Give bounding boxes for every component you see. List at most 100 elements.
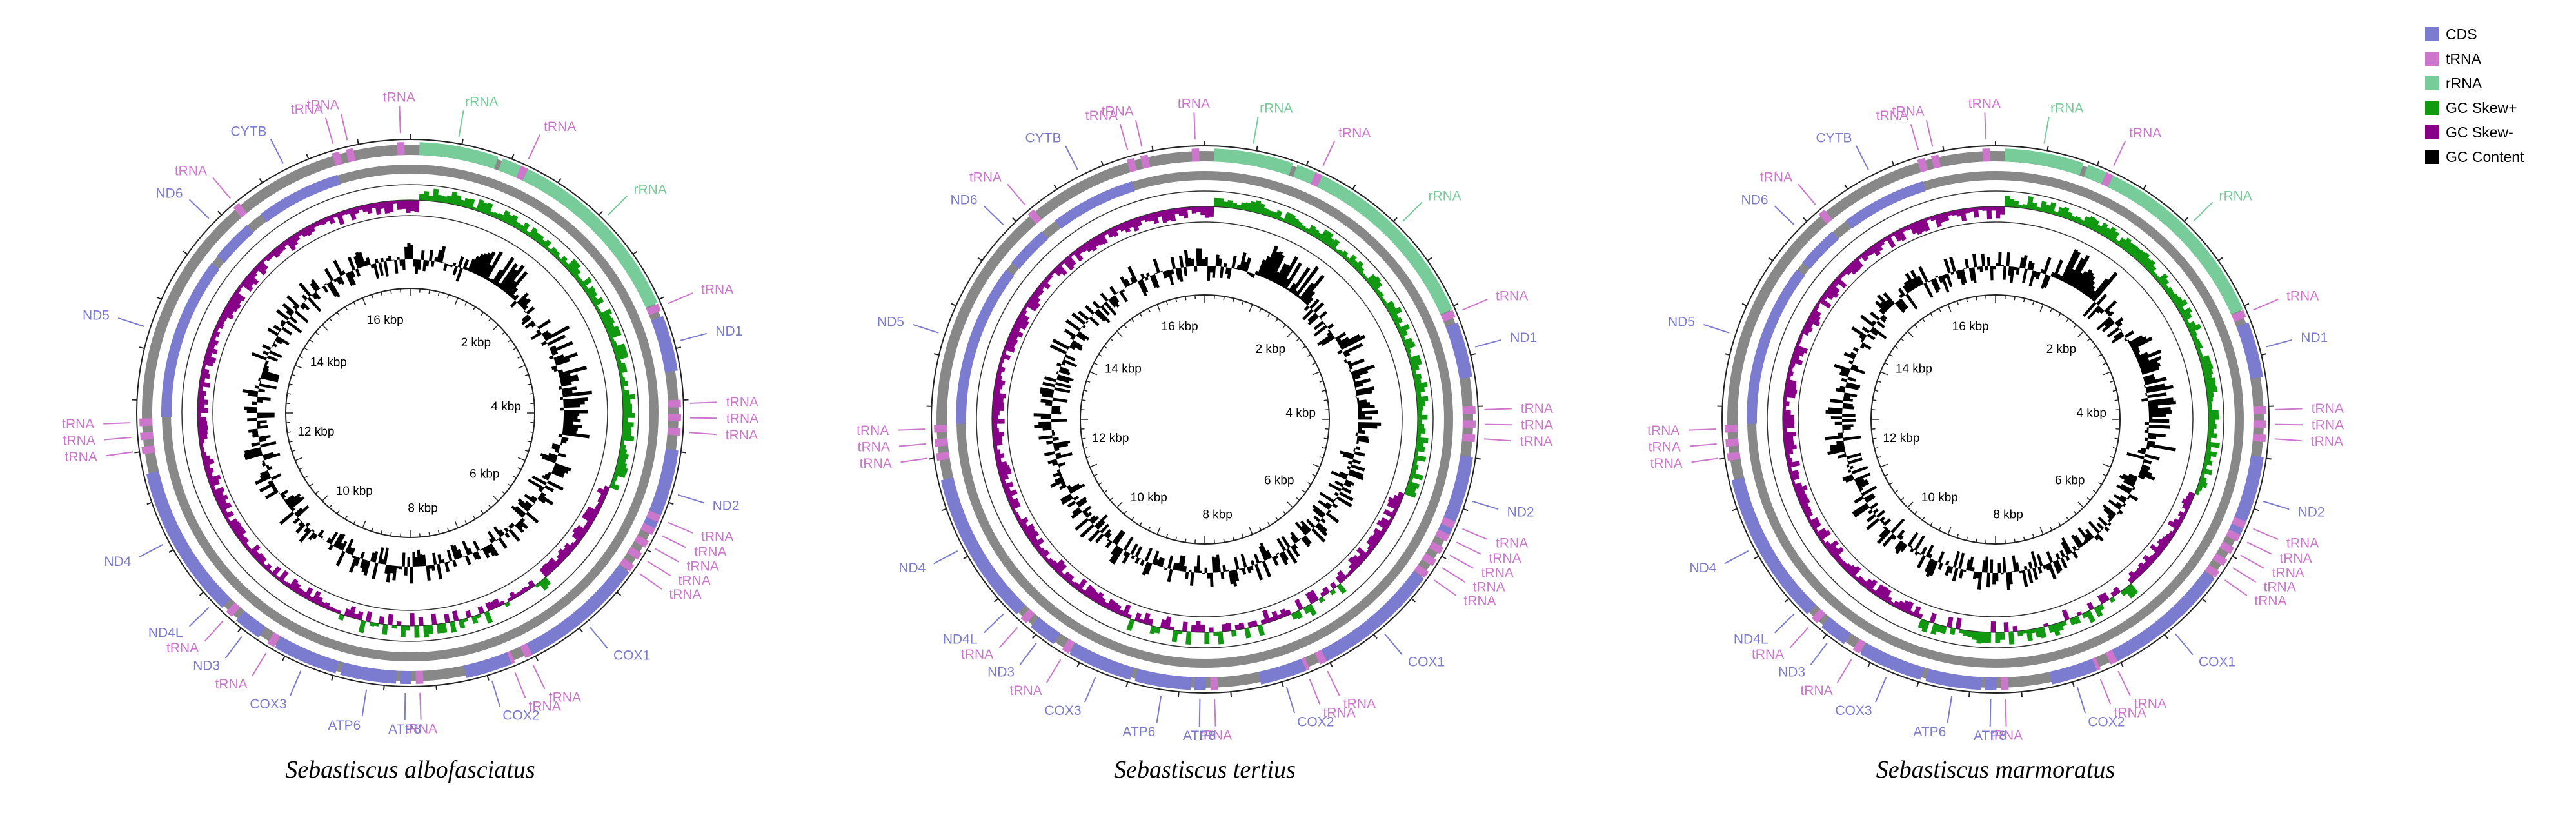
scale-tick (1249, 304, 1253, 312)
gc-content-bar (1307, 314, 1320, 326)
gc-content-bar (1140, 279, 1149, 293)
gc-skew-bar (1414, 378, 1422, 385)
gc-skew-bar (391, 625, 397, 629)
gc-skew-bar (382, 624, 388, 635)
trna-arc (1930, 154, 1941, 169)
gc-skew-bar (1204, 632, 1210, 645)
gc-content-bar (1356, 438, 1369, 443)
outer-tick (2232, 556, 2237, 559)
gc-content-bar (1883, 292, 1896, 306)
trna-arc (1725, 425, 1738, 433)
gc-skew-bar (1393, 317, 1403, 325)
gc-content-bar (266, 355, 279, 362)
outer-tick (1754, 556, 1759, 559)
gc-content-bar (2128, 335, 2143, 345)
gc-content-bar (1906, 279, 1915, 291)
gc-content-bar (553, 354, 564, 361)
scale-tick (1109, 497, 1114, 501)
gc-content-bar (1058, 474, 1063, 478)
gc-content-bar (1063, 356, 1066, 360)
gc-content-bar (1990, 266, 1994, 281)
feature-leader (1989, 699, 1992, 727)
gc-content-bar (1038, 421, 1052, 426)
feature-leader (1724, 550, 1749, 565)
gc-content-bar (1866, 514, 1877, 523)
gc-content-bar (2148, 410, 2172, 415)
gc-content-bar (1859, 490, 1863, 494)
gc-content-bar (1120, 276, 1129, 288)
gc-skew-bar (215, 321, 224, 330)
gc-content-bar (1914, 550, 1919, 556)
gc-content-bar (434, 257, 438, 262)
gc-skew-bar (1996, 206, 2001, 219)
gc-content-bar (2036, 554, 2043, 567)
gc-skew-bar (1336, 583, 1347, 594)
gc-content-bar (1358, 425, 1378, 429)
feature-leader (689, 432, 717, 436)
feature-leader (677, 494, 704, 504)
scale-tick (492, 495, 499, 502)
kbp-label: 4 kbp (2076, 406, 2106, 420)
feature-label: tRNA (1338, 126, 1371, 141)
gc-content-bar (1265, 550, 1273, 559)
feature-leader (998, 627, 1018, 648)
gc-skew-bar (2136, 567, 2145, 575)
gc-skew-bar (1065, 574, 1075, 584)
gc-skew-bar (2127, 583, 2139, 596)
gc-content-bar (425, 260, 430, 267)
gc-content-bar (1144, 547, 1153, 562)
trna-arc (226, 602, 241, 617)
gc-skew-bar (1118, 223, 1126, 232)
gc-content-bar (1971, 567, 1975, 572)
gc-content-bar (333, 259, 344, 276)
trna-arc (1414, 564, 1429, 578)
gc-content-bar (1187, 257, 1192, 267)
cds-arc (146, 470, 222, 598)
gc-content-bar (1313, 515, 1321, 523)
gc-content-bar (1050, 479, 1065, 488)
gc-skew-bar (597, 308, 602, 315)
gc-content-bar (1049, 344, 1067, 355)
gc-content-bar (517, 521, 524, 528)
gc-content-bar (1992, 572, 1996, 585)
gc-content-bar (553, 368, 558, 372)
gc-content-bar (2055, 552, 2061, 560)
gc-content-bar (335, 277, 342, 285)
gc-skew-bar (396, 621, 402, 626)
gc-content-bar (412, 259, 416, 267)
gc-content-bar (1879, 301, 1889, 311)
gc-content-bar (1352, 375, 1361, 380)
gc-content-bar (1274, 263, 1287, 285)
gc-content-bar (1234, 569, 1240, 582)
gc-skew-bar (1151, 212, 1160, 225)
outer-tick (2046, 145, 2049, 151)
gc-skew-bar (1972, 631, 1978, 640)
gc-content-bar (1327, 329, 1331, 333)
gc-skew-bar (604, 323, 615, 331)
gc-content-bar (560, 381, 572, 387)
gc-content-bar (282, 497, 286, 501)
outer-tick (2021, 691, 2023, 698)
feature-label: tRNA (544, 119, 576, 134)
gc-skew-bar (209, 479, 220, 488)
gc-skew-bar (1783, 436, 1794, 442)
gc-skew-bar (1191, 206, 1197, 214)
gc-skew-bar (1391, 314, 1400, 321)
gc-content-bar (1064, 328, 1076, 338)
trna-arc (332, 151, 343, 166)
feature-label: tRNA (2286, 289, 2319, 304)
feature-leader (1947, 696, 1953, 723)
gc-content-bar (248, 428, 258, 433)
gc-content-bar (1963, 268, 1967, 270)
feature-label: tRNA (2264, 580, 2296, 595)
gc-skew-bar (992, 414, 998, 419)
scale-tick (289, 440, 293, 443)
scale-tick (2098, 354, 2102, 357)
gc-skew-bar (1850, 261, 1861, 272)
gc-content-bar (1342, 454, 1354, 460)
gc-content-bar (1354, 451, 1365, 457)
feature-leader (1703, 323, 1730, 334)
gc-content-bar (1058, 466, 1060, 470)
scale-tick (1165, 534, 1168, 538)
feature-leader (251, 652, 267, 677)
